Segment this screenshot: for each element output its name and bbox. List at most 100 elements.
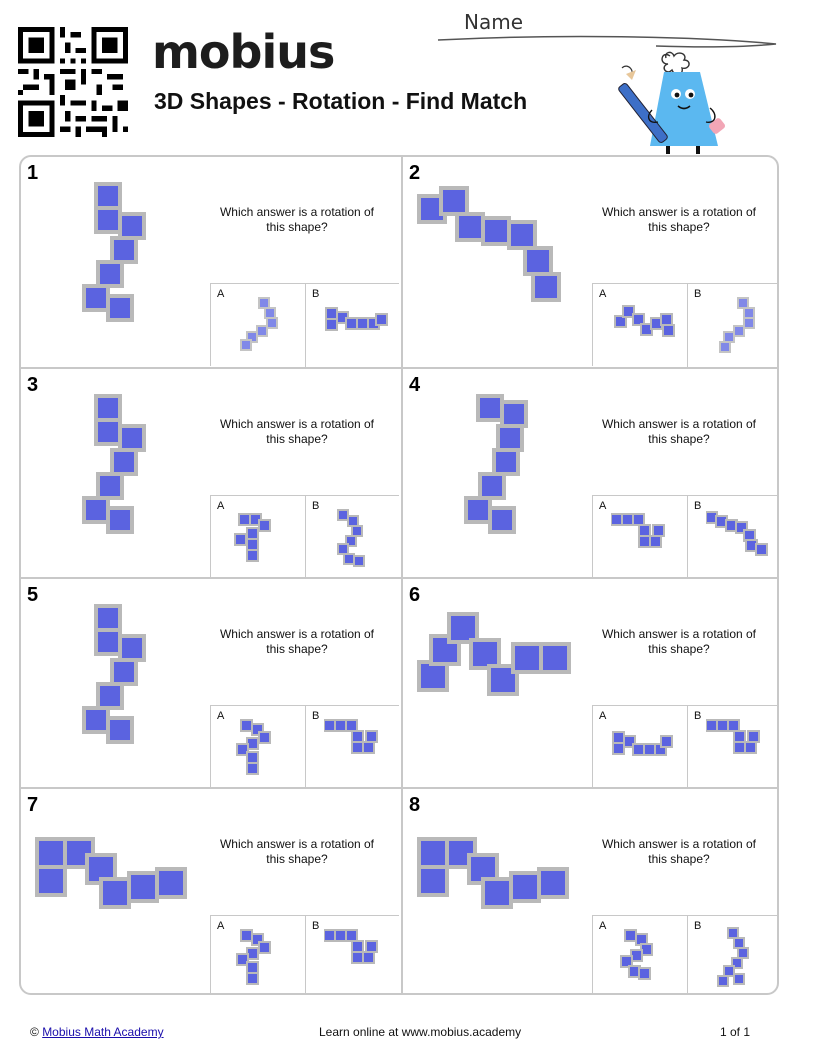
option-label: B	[694, 288, 702, 300]
answer-option-b[interactable]: B	[687, 284, 777, 367]
shape-figure	[82, 394, 146, 534]
answer-options: A B	[592, 705, 777, 789]
option-label: B	[312, 288, 320, 300]
answer-option-b[interactable]: B	[305, 496, 399, 579]
option-label: A	[217, 710, 225, 722]
option-figure	[717, 927, 749, 987]
question-number: 7	[27, 794, 39, 816]
shape-figure	[82, 604, 146, 744]
option-label: B	[312, 710, 320, 722]
option-label: A	[599, 920, 607, 932]
option-label: A	[217, 920, 225, 932]
option-figure	[337, 509, 365, 567]
option-figure	[614, 305, 675, 337]
question-prompt: Which answer is a rotation of this shape…	[601, 205, 757, 234]
answer-options: A B	[210, 283, 399, 367]
answer-option-b[interactable]: B	[687, 706, 777, 789]
question-card: 2 Which answer is a rotation of this sha…	[401, 157, 777, 367]
option-figure	[706, 719, 760, 754]
qr-code	[18, 27, 128, 137]
question-prompt: Which answer is a rotation of this shape…	[219, 417, 375, 446]
shape-figure	[417, 837, 569, 909]
answer-options: A B	[210, 495, 399, 579]
answer-option-a[interactable]: A	[211, 706, 305, 789]
shape-figure	[464, 394, 528, 534]
option-figure	[325, 307, 388, 331]
question-number: 8	[409, 794, 421, 816]
option-label: A	[217, 500, 225, 512]
option-figure	[620, 929, 653, 980]
question-card: 4 Which answer is a rotation of this sha…	[401, 367, 777, 579]
name-label: Name	[464, 10, 524, 34]
option-figure	[612, 731, 673, 756]
brand-logo: mobius	[152, 25, 335, 79]
answer-option-b[interactable]: B	[687, 916, 777, 993]
option-label: A	[217, 288, 225, 300]
footer-copyright: © Mobius Math Academy	[30, 1025, 164, 1039]
question-number: 5	[27, 584, 39, 606]
question-number: 6	[409, 584, 421, 606]
question-number: 3	[27, 374, 39, 396]
question-prompt: Which answer is a rotation of this shape…	[601, 627, 757, 656]
question-prompt: Which answer is a rotation of this shape…	[601, 417, 757, 446]
answer-options: A B	[210, 705, 399, 789]
option-figure	[719, 297, 755, 353]
answer-options: A B	[592, 915, 777, 993]
answer-option-b[interactable]: B	[305, 916, 399, 993]
option-figure	[324, 929, 378, 964]
answer-option-b[interactable]: B	[687, 496, 777, 579]
answer-options: A B	[210, 915, 399, 993]
question-card: 5 Which answer is a rotation of this sha…	[21, 577, 401, 789]
answer-options: A B	[592, 283, 777, 367]
option-figure	[706, 511, 768, 556]
shape-figure	[417, 612, 571, 696]
mascot-illustration	[618, 51, 725, 154]
option-label: B	[312, 500, 320, 512]
page-title: 3D Shapes - Rotation - Find Match	[154, 88, 528, 114]
answer-option-a[interactable]: A	[593, 706, 687, 789]
answer-option-b[interactable]: B	[305, 706, 399, 789]
question-number: 2	[409, 162, 421, 184]
option-label: A	[599, 710, 607, 722]
answer-option-a[interactable]: A	[593, 284, 687, 367]
option-figure	[236, 929, 271, 985]
answer-option-a[interactable]: A	[593, 496, 687, 579]
option-figure	[611, 513, 665, 548]
option-figure	[240, 297, 278, 351]
option-label: B	[312, 920, 320, 932]
name-line	[437, 35, 777, 48]
option-label: A	[599, 288, 607, 300]
option-figure	[324, 719, 378, 754]
answer-option-a[interactable]: A	[211, 496, 305, 579]
footer-center-text: Learn online at www.mobius.academy	[319, 1025, 522, 1039]
option-figure	[234, 513, 271, 562]
page-indicator: 1 of 1	[720, 1025, 751, 1039]
answer-option-b[interactable]: B	[305, 284, 399, 367]
question-prompt: Which answer is a rotation of this shape…	[219, 205, 375, 234]
answer-options: A B	[592, 495, 777, 579]
question-card: 6 Which answer is a rotation of this sha…	[401, 577, 777, 789]
shape-figure	[35, 837, 187, 909]
copyright-symbol: ©	[30, 1025, 39, 1039]
option-label: B	[694, 920, 702, 932]
option-figure	[236, 719, 271, 775]
question-prompt: Which answer is a rotation of this shape…	[601, 837, 757, 866]
question-grid: 1 Which answer is a rotation of this sha…	[19, 155, 779, 995]
question-number: 1	[27, 162, 39, 184]
option-label: B	[694, 500, 702, 512]
question-prompt: Which answer is a rotation of this shape…	[219, 837, 375, 866]
answer-option-a[interactable]: A	[211, 916, 305, 993]
option-label: B	[694, 710, 702, 722]
shape-figure	[417, 186, 561, 302]
question-card: 1 Which answer is a rotation of this sha…	[21, 157, 401, 367]
shape-figure	[82, 182, 146, 322]
question-card: 8 Which answer is a rotation of this sha…	[401, 787, 777, 993]
footer-link[interactable]: Mobius Math Academy	[42, 1025, 164, 1039]
question-number: 4	[409, 374, 421, 396]
answer-option-a[interactable]: A	[593, 916, 687, 993]
question-card: 3 Which answer is a rotation of this sha…	[21, 367, 401, 579]
question-prompt: Which answer is a rotation of this shape…	[219, 627, 375, 656]
answer-option-a[interactable]: A	[211, 284, 305, 367]
question-card: 7 Which answer is a rotation of this sha…	[21, 787, 401, 993]
option-label: A	[599, 500, 607, 512]
